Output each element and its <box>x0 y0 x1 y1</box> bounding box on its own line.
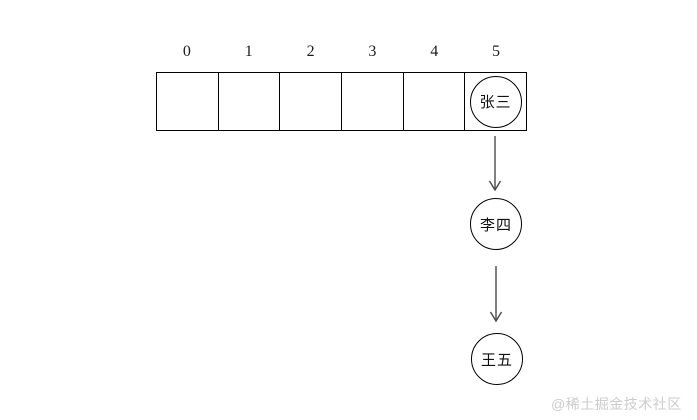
node-lisi: 李四 <box>470 198 522 250</box>
array-index-label-2: 2 <box>306 43 315 60</box>
bucket-array: 张三 <box>156 72 527 131</box>
connector-zhangsan-lisi <box>485 136 505 192</box>
node-wangwu: 王五 <box>471 333 523 385</box>
arrow-down-icon <box>489 266 503 323</box>
node-zhangsan: 张三 <box>469 75 522 128</box>
array-index-label-3: 3 <box>368 43 377 60</box>
array-index-row: 0 1 2 3 4 5 <box>156 42 527 62</box>
watermark-text: @稀土掘金技术社区 <box>551 396 682 412</box>
array-cell-2 <box>280 73 343 130</box>
array-cell-1 <box>219 73 281 130</box>
array-index-label-4: 4 <box>430 43 439 60</box>
arrow-down-icon <box>488 136 502 192</box>
array-cell-4 <box>404 73 466 130</box>
array-index-label-1: 1 <box>244 43 253 60</box>
array-index-label-0: 0 <box>182 43 191 60</box>
array-index-label-5: 5 <box>492 43 501 60</box>
array-cell-0 <box>157 73 219 130</box>
array-cell-5: 张三 <box>465 73 526 130</box>
node-lisi-label: 李四 <box>479 217 512 234</box>
array-cell-3 <box>342 73 404 130</box>
node-zhangsan-label: 张三 <box>479 95 512 111</box>
connector-lisi-wangwu <box>486 266 506 323</box>
node-wangwu-label: 王五 <box>480 352 513 369</box>
